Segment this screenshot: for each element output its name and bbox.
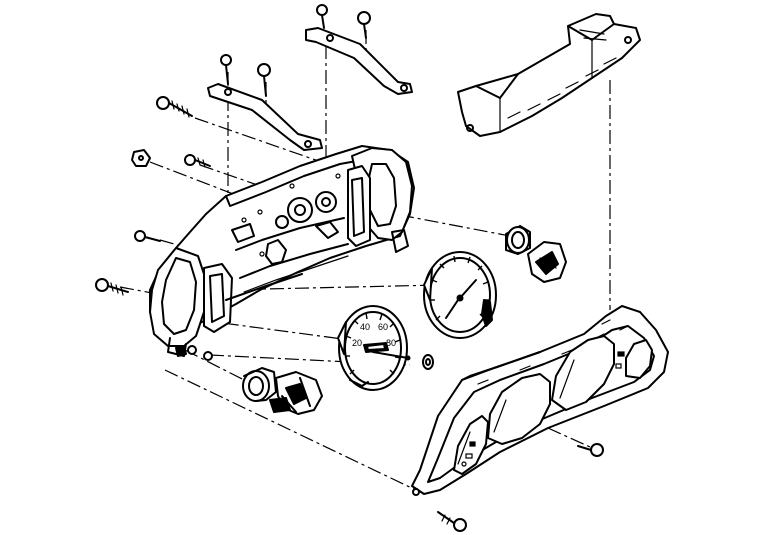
- svg-text:40: 40: [360, 322, 370, 332]
- gauge-housing: [149, 145, 415, 361]
- upper-bracket-left: [207, 83, 323, 151]
- svg-text:60: 60: [378, 322, 388, 332]
- small-gauge-rear: [505, 225, 567, 283]
- screw-icon: [577, 443, 604, 457]
- front-bezel: [411, 305, 669, 496]
- screw-icon: [316, 4, 328, 29]
- svg-text:80: 80: [386, 338, 396, 348]
- screw-icon: [437, 511, 467, 532]
- speedometer-ticks: [345, 312, 401, 375]
- tachometer: [423, 251, 497, 339]
- screw-icon: [257, 63, 271, 97]
- bolt-icon: [134, 230, 161, 242]
- screw-icon: [357, 11, 371, 39]
- bolt-icon: [184, 154, 211, 168]
- svg-text:20: 20: [352, 338, 362, 348]
- nut-icon: [131, 149, 151, 167]
- speedometer: 20 40 60 80: [337, 305, 411, 391]
- bolt-icon: [156, 96, 193, 118]
- knob-icon: [422, 354, 434, 370]
- bolt-icon: [95, 278, 129, 296]
- screw-icon: [220, 54, 232, 85]
- small-gauge-front: [242, 367, 323, 415]
- trim-cover: [457, 13, 641, 137]
- tachometer-ticks: [430, 255, 489, 321]
- upper-bracket-right: [305, 27, 413, 95]
- speedometer-numbers: 20 40 60 80: [352, 322, 396, 348]
